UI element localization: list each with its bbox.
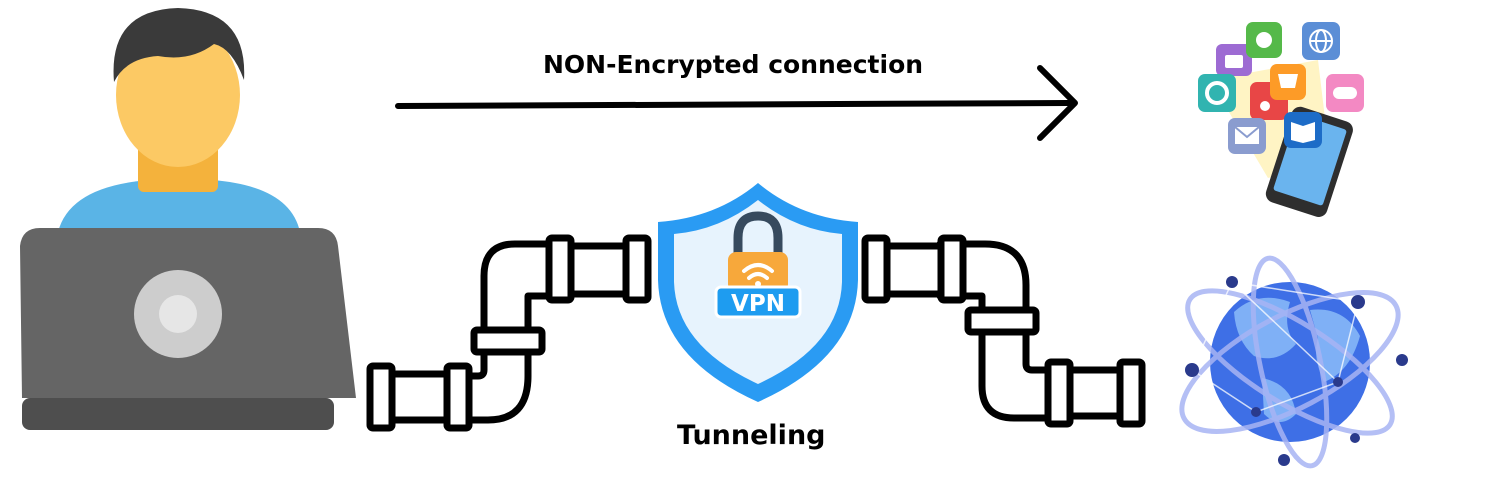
laptop-base bbox=[22, 398, 334, 430]
connection-arrow bbox=[395, 65, 1078, 141]
user-at-laptop-icon bbox=[20, 8, 356, 430]
tunnel-label: Tunneling bbox=[677, 420, 826, 451]
user-shirt bbox=[58, 180, 300, 232]
user-face bbox=[116, 23, 240, 167]
vpn-badge bbox=[714, 285, 802, 319]
laptop-logo-inner bbox=[159, 295, 197, 333]
smartphone-apps-icon bbox=[1198, 22, 1364, 218]
right-pipe-icon bbox=[861, 234, 1146, 428]
app-settings bbox=[1198, 74, 1236, 112]
connection-label: NON-Encrypted connection bbox=[543, 50, 924, 79]
vpn-badge-text: VPN bbox=[731, 291, 785, 317]
globe-network-icon bbox=[1179, 255, 1408, 469]
lock-shackle bbox=[733, 211, 783, 258]
wifi-icon bbox=[742, 263, 774, 280]
vpn-shield-icon: VPN bbox=[658, 183, 858, 402]
user-hair bbox=[113, 8, 245, 82]
left-pipe-icon bbox=[366, 234, 652, 432]
